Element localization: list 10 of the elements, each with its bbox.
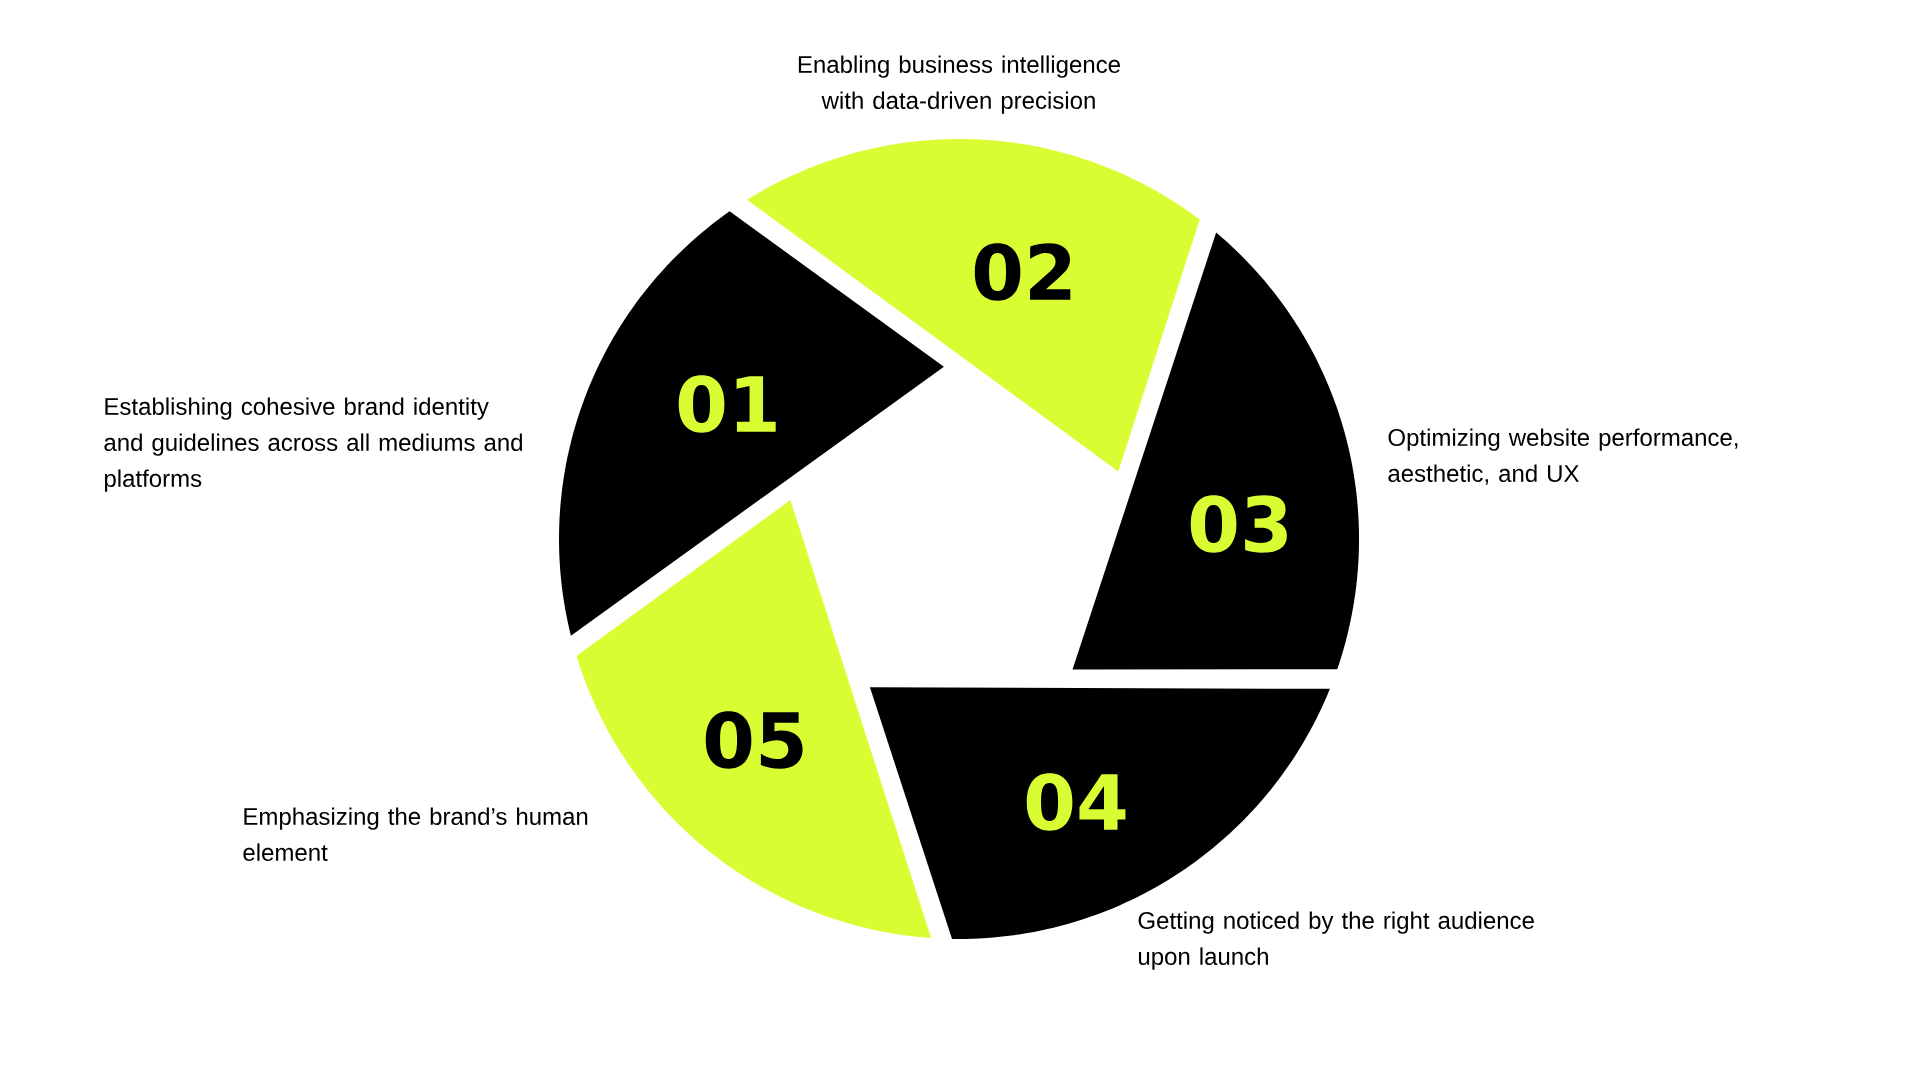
description-text: Emphasizing the brand’s human element (243, 807, 588, 861)
step-number: 02 (974, 243, 1071, 301)
description-text: Getting noticed by the right audience upon launch (1138, 911, 1534, 970)
description-text: Optimizing website performance, aesthetic, and UX (1388, 428, 1738, 485)
step-number: 03 (1190, 495, 1287, 553)
step-number: 04 (1026, 773, 1126, 831)
description-text: Establishing cohesive brand identity and guidelines across all mediums and platforms (104, 397, 522, 492)
description-text: Enabling business intelligence with data-driven precision (798, 55, 1120, 114)
step-number: 01 (678, 375, 776, 433)
step-number: 05 (705, 711, 803, 769)
